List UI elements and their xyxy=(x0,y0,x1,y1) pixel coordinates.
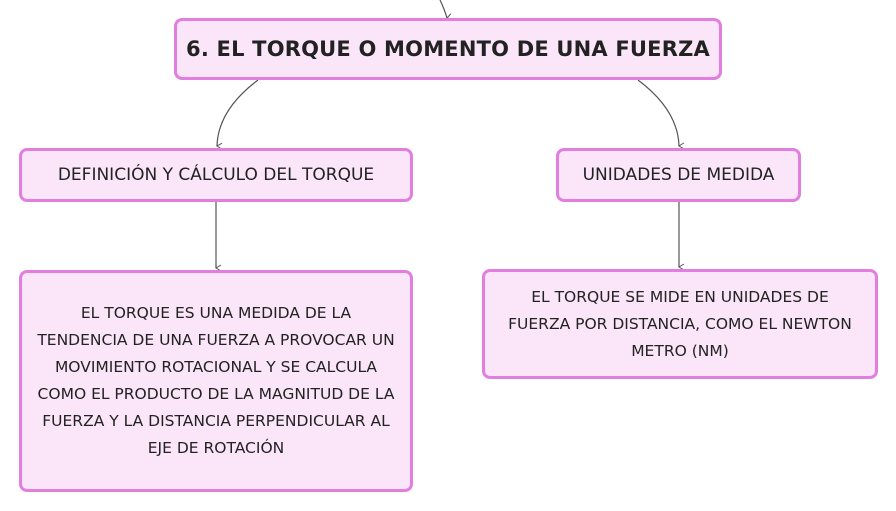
connector-parent-to-main xyxy=(439,0,453,20)
detail-node-units[interactable]: EL TORQUE SE MIDE EN UNIDADES DE FUERZA … xyxy=(482,269,878,379)
topic-node-definition[interactable]: DEFINICIÓN Y CÁLCULO DEL TORQUE xyxy=(19,148,413,202)
topic-node-units[interactable]: UNIDADES DE MEDIDA xyxy=(556,148,801,202)
detail-node-definition[interactable]: EL TORQUE ES UNA MEDIDA DE LA TENDENCIA … xyxy=(19,270,413,492)
connector-main-to-definition xyxy=(216,79,259,150)
connector-main-to-units xyxy=(637,79,685,150)
main-topic-node[interactable]: 6. EL TORQUE O MOMENTO DE UNA FUERZA xyxy=(174,18,722,80)
